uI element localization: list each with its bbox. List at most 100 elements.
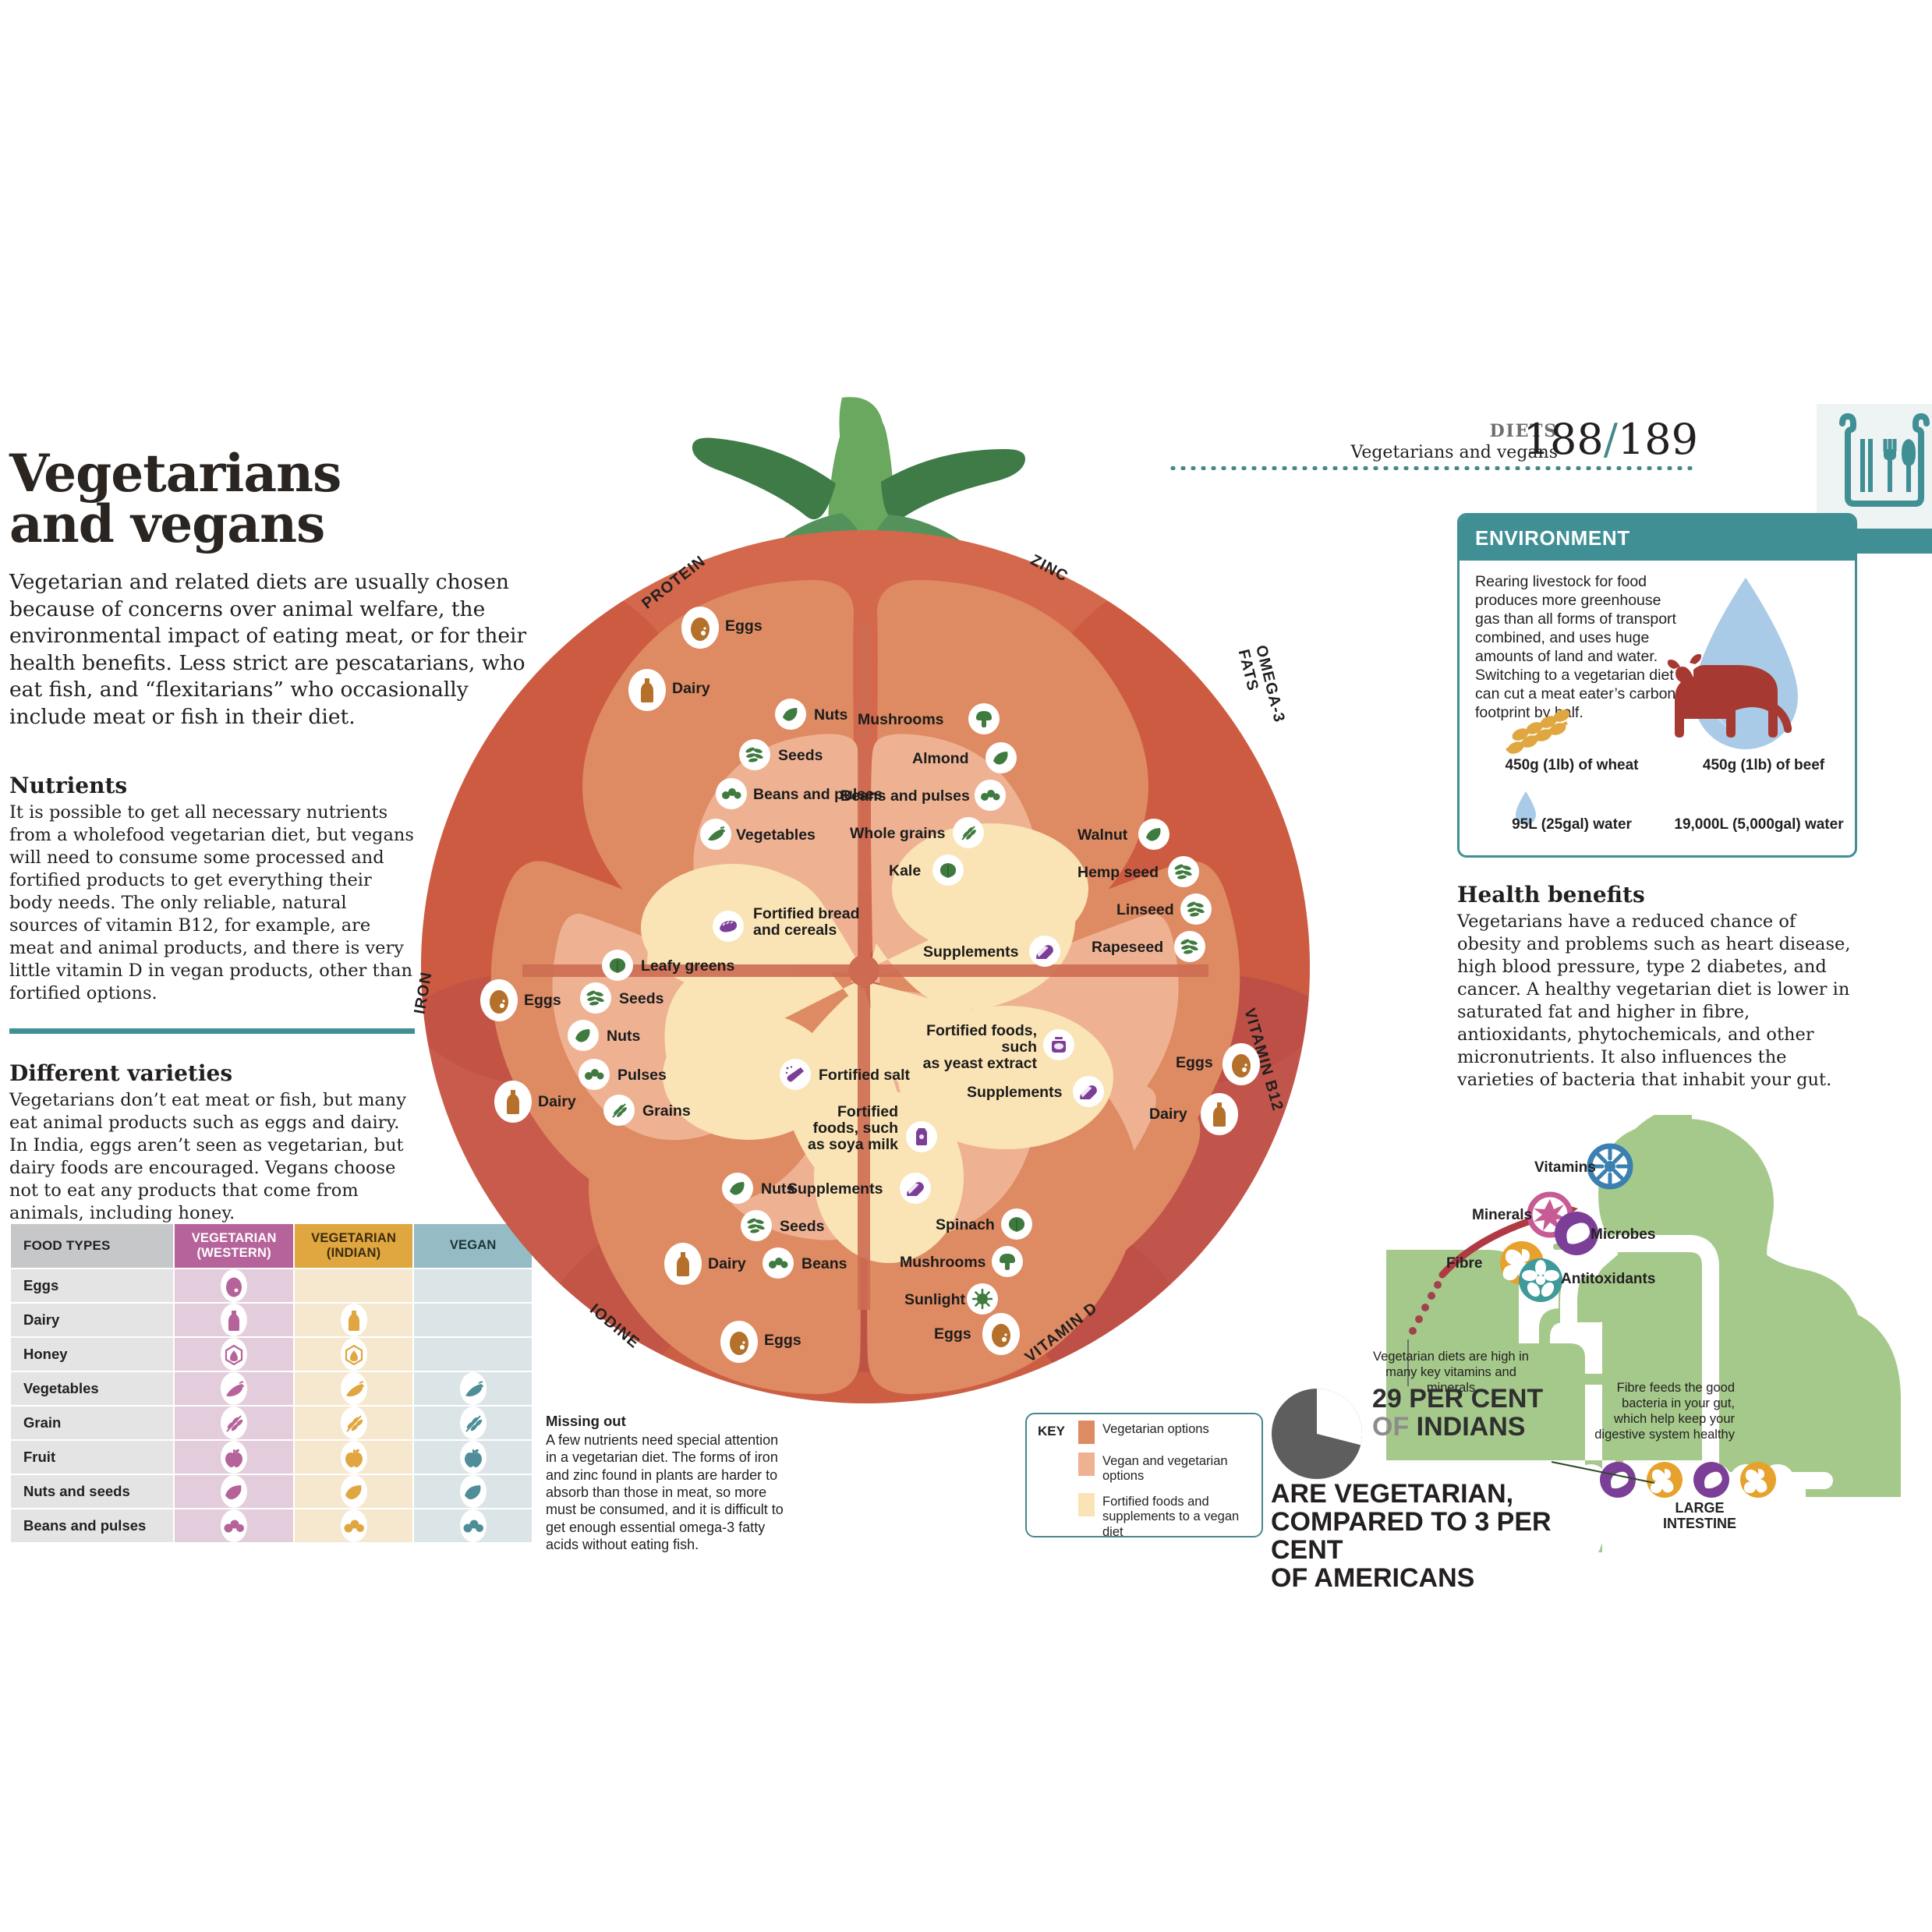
label-omega3-linseed: Linseed: [1116, 901, 1174, 918]
icon-grain: [603, 1095, 635, 1126]
icon-bottle: [628, 669, 666, 711]
icon-nut: [722, 1173, 753, 1204]
icon-beans: [763, 1247, 794, 1279]
icon-bottle: [1201, 1093, 1238, 1135]
table-row: Eggs: [11, 1269, 532, 1302]
missing-out-note: Missing out A few nutrients need special…: [546, 1413, 787, 1553]
icon-egg: [1223, 1043, 1260, 1085]
cell-icon-grain-icon: [221, 1406, 248, 1439]
stat-of2: OF: [1271, 1563, 1308, 1594]
label-vitamind-sunlight: Sunlight: [904, 1291, 965, 1308]
table-row: Honey: [11, 1337, 532, 1371]
legend-item: Vegetarian options: [1078, 1421, 1254, 1444]
table-row: Vegetables: [11, 1371, 532, 1405]
label-vitamind-supplements: Supplements: [787, 1180, 883, 1198]
environment-graphics: [1506, 578, 1798, 825]
icon-kale: [932, 855, 964, 886]
page-number-right: 189: [1617, 415, 1698, 464]
cell-western: [175, 1371, 293, 1405]
varieties-body: Vegetarians don’t eat meat or fish, but …: [9, 1090, 407, 1224]
cell-vegan: [414, 1509, 532, 1542]
cell-icon-apple-icon: [459, 1440, 487, 1474]
header-dotted-rule: [1168, 466, 1694, 470]
varieties-section: Different varieties Vegetarians don’t ea…: [9, 1060, 415, 1225]
label-iron-pulses: Pulses: [617, 1067, 667, 1084]
label-iodine-eggs: Eggs: [764, 1332, 801, 1349]
row-label: Dairy: [11, 1303, 174, 1336]
icon-almond: [985, 742, 1017, 773]
gut-note-vitamins: Vegetarian diets are high in many key vi…: [1373, 1350, 1529, 1396]
cell-western: [175, 1509, 293, 1542]
row-label: Nuts and seeds: [11, 1474, 174, 1508]
table-row: Beans and pulses: [11, 1509, 532, 1542]
icon-nut: [568, 1020, 599, 1051]
gut-label-fibre: Fibre: [1446, 1255, 1483, 1272]
label-iron-seeds: Seeds: [619, 990, 664, 1007]
cell-vegan: [414, 1406, 532, 1439]
cell-icon-nut-icon: [221, 1474, 248, 1508]
stat-percent: 29 PER CENT: [1372, 1384, 1544, 1414]
cell-icon-carrot-icon: [221, 1371, 248, 1405]
cell-indian: [294, 1509, 413, 1542]
icon-bottle: [664, 1243, 702, 1285]
icon-egg: [681, 607, 719, 649]
header-breadcrumb: DIETS Vegetarians and vegans: [1350, 421, 1558, 462]
legend-item: Vegan and vegetarian options: [1078, 1453, 1254, 1484]
cell-vegan: [414, 1371, 532, 1405]
gut-label-vitamins: Vitamins: [1534, 1159, 1596, 1176]
label-protein-dairy: Dairy: [672, 680, 710, 697]
icon-grain: [953, 817, 984, 848]
header-kicker: DIETS: [1489, 421, 1558, 441]
cell-indian: [294, 1406, 413, 1439]
label-omega3-hempseed: Hemp seed: [1077, 864, 1159, 881]
health-heading: Health benefits: [1457, 882, 1645, 908]
icon-seeds: [741, 1210, 772, 1241]
header-subtitle: Vegetarians and vegans: [1350, 443, 1558, 462]
section-divider: [9, 1028, 415, 1035]
gut-note-fibre: Fibre feeds the good bacteria in your gu…: [1594, 1381, 1735, 1442]
cell-icon-egg-icon: [221, 1269, 248, 1302]
label-protein-eggs: Eggs: [725, 617, 763, 635]
label-iron-grains: Grains: [642, 1102, 691, 1120]
icon-capsule: [1029, 936, 1060, 967]
cell-vegan: [414, 1303, 532, 1336]
cell-vegan: [414, 1440, 532, 1474]
row-label: Fruit: [11, 1440, 174, 1474]
pie-chart-29-percent: [1272, 1389, 1362, 1479]
water-drop-small-icon: [1516, 791, 1536, 825]
label-iodine-seeds: Seeds: [780, 1218, 825, 1235]
icon-spinach: [1001, 1208, 1032, 1240]
legend-title: KEY: [1038, 1424, 1065, 1438]
label-zinc-wholegrains: Whole grains: [850, 825, 946, 842]
cell-icon-apple-icon: [340, 1440, 367, 1474]
label-iodine-beans: Beans: [801, 1255, 847, 1272]
row-label: Honey: [11, 1337, 174, 1371]
cell-icon-beans-icon: [340, 1509, 367, 1542]
table-row: Nuts and seeds: [11, 1474, 532, 1508]
icon-bread: [713, 911, 744, 942]
label-vitamind-spinach: Spinach: [936, 1216, 995, 1233]
row-label: Eggs: [11, 1269, 174, 1302]
icon-mushroom: [992, 1246, 1023, 1277]
fortified-wedges: [641, 823, 1113, 1263]
icon-nut: [1138, 819, 1169, 850]
row-label: Grain: [11, 1406, 174, 1439]
body-shape: [1539, 1115, 1901, 1505]
label-iron-eggs: Eggs: [524, 992, 561, 1009]
environment-wheat-water: 95L (25gal) water: [1512, 816, 1632, 833]
nutrients-section: Nutrients It is possible to get all nece…: [9, 773, 415, 1005]
food-types-table: FOOD TYPES VEGETARIAN(WESTERN) VEGETARIA…: [9, 1223, 533, 1544]
label-b12-dairy: Dairy: [1149, 1106, 1187, 1123]
cell-icon-apple-icon: [221, 1440, 248, 1474]
icon-egg: [982, 1313, 1020, 1355]
